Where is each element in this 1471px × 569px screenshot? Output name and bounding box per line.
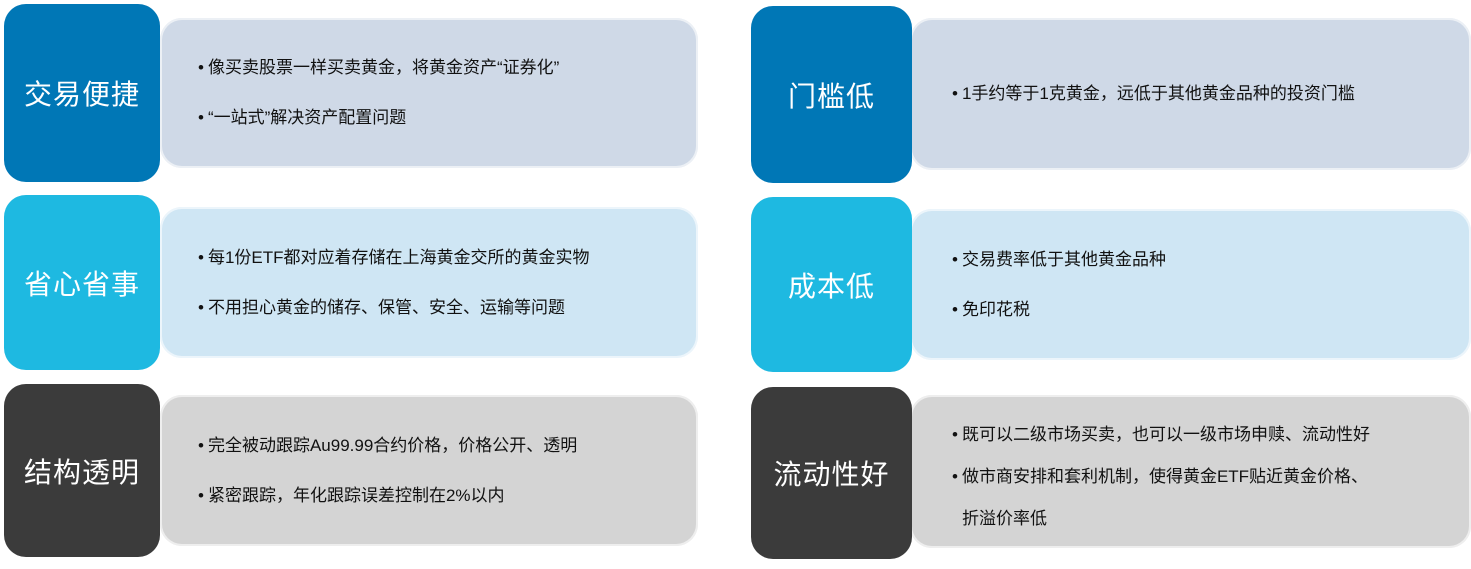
card-title: 流动性好 bbox=[751, 387, 912, 559]
bullet-item: 1手约等于1克黄金，远低于其他黄金品种的投资门槛 bbox=[952, 84, 1355, 104]
card-content: 像买卖股票一样买卖黄金，将黄金资产“证券化” “一站式”解决资产配置问题 bbox=[160, 18, 698, 168]
bullet-list: 既可以二级市场买卖，也可以一级市场申赎、流动性好 做市商安排和套利机制，使得黄金… bbox=[952, 425, 1370, 548]
bullet-item: 做市商安排和套利机制，使得黄金ETF贴近黄金价格、 bbox=[952, 467, 1370, 487]
bullet-item-continuation: 折溢价率低 bbox=[962, 509, 1047, 528]
bullet-item: 不用担心黄金的储存、保管、安全、运输等问题 bbox=[198, 298, 590, 318]
bullet-item: 免印花税 bbox=[952, 300, 1166, 320]
bullet-list: 像买卖股票一样买卖黄金，将黄金资产“证券化” “一站式”解决资产配置问题 bbox=[198, 18, 559, 168]
card-content: 1手约等于1克黄金，远低于其他黄金品种的投资门槛 bbox=[910, 18, 1471, 170]
card-content: 交易费率低于其他黄金品种 免印花税 bbox=[910, 209, 1471, 360]
bullet-list: 完全被动跟踪Au99.99合约价格，价格公开、透明 紧密跟踪，年化跟踪误差控制在… bbox=[198, 395, 577, 546]
bullet-item: 每1份ETF都对应着存储在上海黄金交所的黄金实物 bbox=[198, 248, 590, 268]
card-content: 完全被动跟踪Au99.99合约价格，价格公开、透明 紧密跟踪，年化跟踪误差控制在… bbox=[160, 395, 698, 546]
bullet-item: 完全被动跟踪Au99.99合约价格，价格公开、透明 bbox=[198, 436, 577, 456]
bullet-item: 交易费率低于其他黄金品种 bbox=[952, 250, 1166, 270]
bullet-list: 交易费率低于其他黄金品种 免印花税 bbox=[952, 209, 1166, 360]
bullet-item: 像买卖股票一样买卖黄金，将黄金资产“证券化” bbox=[198, 58, 559, 78]
bullet-item: 紧密跟踪，年化跟踪误差控制在2%以内 bbox=[198, 486, 577, 506]
card-title: 结构透明 bbox=[4, 384, 160, 557]
bullet-list: 每1份ETF都对应着存储在上海黄金交所的黄金实物 不用担心黄金的储存、保管、安全… bbox=[198, 207, 590, 358]
card-title: 交易便捷 bbox=[4, 4, 160, 182]
card-content: 每1份ETF都对应着存储在上海黄金交所的黄金实物 不用担心黄金的储存、保管、安全… bbox=[160, 207, 698, 358]
card-title: 门槛低 bbox=[751, 6, 912, 183]
card-content: 既可以二级市场买卖，也可以一级市场申赎、流动性好 做市商安排和套利机制，使得黄金… bbox=[910, 395, 1471, 548]
bullet-list: 1手约等于1克黄金，远低于其他黄金品种的投资门槛 bbox=[952, 18, 1355, 170]
bullet-item: 既可以二级市场买卖，也可以一级市场申赎、流动性好 bbox=[952, 425, 1370, 445]
card-title: 成本低 bbox=[751, 197, 912, 372]
bullet-item: “一站式”解决资产配置问题 bbox=[198, 108, 559, 128]
card-title: 省心省事 bbox=[4, 195, 160, 370]
